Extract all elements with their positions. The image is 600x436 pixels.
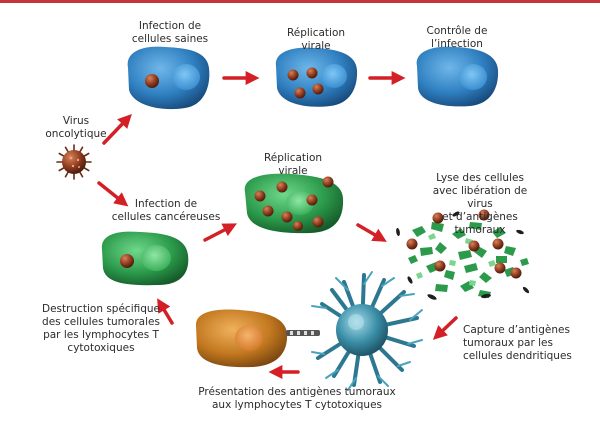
antigen-debris <box>452 211 460 217</box>
arrow-replication-to-lysis <box>356 223 387 242</box>
cancer-cell-replication <box>244 173 344 234</box>
antigen-debris <box>522 286 530 294</box>
label-controle: Contrôle de l’infection <box>426 25 488 50</box>
virus-particle <box>294 87 306 99</box>
cell-nucleus <box>459 64 487 90</box>
virus-particle <box>120 254 134 268</box>
label-replication-haut: Réplication virale <box>286 27 346 52</box>
label-destruction: Destruction spécifique des cellules tumo… <box>41 303 161 354</box>
arrow-virus-to-healthy <box>102 113 132 145</box>
virus-particle <box>478 209 490 221</box>
dendritic-cell <box>311 271 423 391</box>
label-virus: Virus oncolytique <box>45 115 107 140</box>
virus-particle <box>434 260 446 272</box>
label-lyse: Lyse des cellules avec libération de vir… <box>432 172 528 236</box>
virus-particle <box>322 176 334 188</box>
healthy-cell-controlled <box>416 46 499 107</box>
antigen-debris <box>516 229 524 235</box>
cell-nucleus <box>141 245 171 271</box>
virus-particle <box>276 181 288 193</box>
antigen-debris <box>427 294 437 300</box>
cell-synapse <box>286 330 320 336</box>
label-infection-cancer: Infection de cellules cancéreuses <box>111 198 221 223</box>
arrow-virus-to-cancer <box>97 181 129 207</box>
healthy-cell-infected <box>127 46 210 110</box>
virus-particle <box>312 216 324 228</box>
virus-particle <box>254 190 266 202</box>
cell-nucleus <box>321 64 347 88</box>
healthy-cell-replication <box>275 47 358 107</box>
virus-particle <box>306 194 318 206</box>
virus-particle <box>281 211 293 223</box>
virus-particle <box>287 69 299 81</box>
label-infection-saines: Infection de cellules saines <box>131 20 209 45</box>
virus-particle <box>293 221 303 231</box>
cytotoxic-t-cell <box>195 309 288 368</box>
cell-nucleus <box>172 64 200 90</box>
virus-particle <box>145 74 159 88</box>
cancer-cell-infected <box>101 231 189 286</box>
antigen-debris <box>396 228 400 236</box>
top-border <box>0 0 600 3</box>
label-replication-bas: Réplication virale <box>263 152 323 177</box>
virus-particle <box>492 238 504 250</box>
virus-particle <box>262 205 274 217</box>
arrow-tcell-to-cancer <box>157 298 174 325</box>
antigen-debris <box>407 276 413 284</box>
virus-particle <box>510 267 522 279</box>
oncolytic-virus-icon <box>56 144 92 180</box>
process-arrows <box>97 71 458 379</box>
virus-particle <box>468 240 480 252</box>
virus-particle <box>406 238 418 250</box>
virus-particle <box>494 262 506 274</box>
cell-nucleus <box>235 325 263 351</box>
cell-nucleus <box>286 191 314 215</box>
virus-particle <box>306 67 318 79</box>
lysed-cell-debris <box>396 209 530 300</box>
antigen-debris <box>481 293 491 299</box>
virus-particle <box>312 83 324 95</box>
arrow-lysis-to-dendritic <box>432 316 458 340</box>
label-presentation: Présentation des antigènes tumoraux aux … <box>198 386 396 411</box>
label-capture: Capture d’antigènes tumoraux par les cel… <box>463 324 572 362</box>
virus-particle <box>432 212 444 224</box>
arrow-cancer-to-replication <box>203 223 237 242</box>
